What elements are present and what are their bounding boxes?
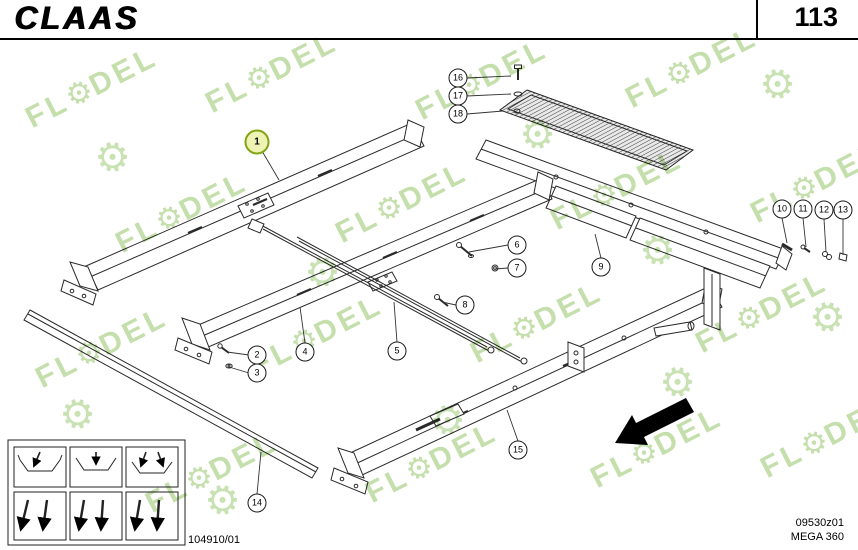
callout-3[interactable]: 3 — [247, 363, 267, 383]
gear-icon: ⚙ — [505, 307, 545, 350]
callout-11[interactable]: 11 — [793, 199, 813, 219]
watermark-text: FL⚙DEL — [410, 32, 554, 127]
watermark-text: FL⚙DEL — [465, 275, 609, 370]
watermark-text: FL⚙DEL — [755, 390, 858, 485]
gear-icon: ⚙ — [730, 297, 770, 340]
left-upper-rail — [60, 119, 425, 306]
cross-rods — [247, 218, 528, 365]
drawing-number: 104910/01 — [188, 534, 240, 546]
revision-code: 09530z01 — [795, 517, 844, 529]
gear-icon: ⚙ — [150, 197, 190, 240]
gear-icon: ⚙ — [514, 108, 562, 162]
callout-9[interactable]: 9 — [591, 257, 611, 277]
gear-icon: ⚙ — [89, 131, 137, 185]
fastener-icons-left — [217, 343, 233, 369]
callout-5[interactable]: 5 — [387, 341, 407, 361]
model-name: MEGA 360 — [790, 531, 844, 543]
page-number: 113 — [794, 2, 838, 32]
callout-15[interactable]: 15 — [508, 440, 528, 460]
leader-lines — [226, 75, 844, 495]
callout-13[interactable]: 13 — [833, 200, 853, 220]
left-lower-rail — [174, 171, 554, 365]
watermark-text: FL⚙DEL — [545, 142, 689, 237]
callout-18[interactable]: 18 — [448, 104, 468, 124]
callout-4[interactable]: 4 — [295, 342, 315, 362]
callout-2[interactable]: 2 — [247, 345, 267, 365]
header-divider — [756, 0, 758, 38]
callout-12[interactable]: 12 — [814, 200, 834, 220]
watermark-text: FL⚙DEL — [330, 155, 474, 250]
gear-icon: ⚙ — [400, 447, 440, 490]
header-rule — [0, 38, 858, 40]
watermark-text: FL⚙DEL — [110, 165, 254, 260]
callout-10[interactable]: 10 — [772, 199, 792, 219]
gear-icon: ⚙ — [795, 422, 835, 465]
deflector-plates — [545, 185, 771, 289]
gear-icon: ⚙ — [240, 57, 280, 100]
watermark-text: FL⚙DEL — [690, 265, 834, 360]
gear-icon: ⚙ — [60, 72, 100, 115]
legend-box — [7, 439, 186, 546]
callout-1[interactable]: 1 — [244, 129, 270, 155]
gear-icon: ⚙ — [199, 474, 247, 528]
fastener-icons-top — [513, 64, 523, 114]
gear-icon: ⚙ — [625, 432, 665, 475]
gear-icon: ⚙ — [585, 174, 625, 217]
watermark-text: FL⚙DEL — [30, 300, 174, 395]
callout-7[interactable]: 7 — [507, 258, 527, 278]
claas-logo: CLAAS — [14, 0, 140, 36]
callout-8[interactable]: 8 — [455, 295, 475, 315]
callout-16[interactable]: 16 — [448, 68, 468, 88]
gear-icon: ⚙ — [70, 332, 110, 375]
watermark-text: FL⚙DEL — [20, 40, 164, 135]
fastener-icons-right — [781, 242, 848, 262]
callout-6[interactable]: 6 — [507, 235, 527, 255]
gear-icon: ⚙ — [634, 224, 682, 278]
sieve-grate — [498, 89, 695, 171]
watermark-text: FL⚙DEL — [245, 288, 389, 383]
gear-icon: ⚙ — [180, 457, 220, 500]
right-lower-rail — [330, 267, 723, 495]
gear-icon: ⚙ — [754, 58, 802, 112]
gear-icon: ⚙ — [660, 52, 700, 95]
watermark-text: FL⚙DEL — [620, 20, 764, 115]
gear-icon: ⚙ — [370, 187, 410, 230]
gear-icon: ⚙ — [424, 394, 472, 448]
gear-icon: ⚙ — [54, 388, 102, 442]
gear-icon: ⚙ — [654, 356, 702, 410]
direction-arrow — [615, 398, 694, 445]
callout-17[interactable]: 17 — [448, 86, 468, 106]
watermark-text: FL⚙DEL — [585, 400, 729, 495]
gear-icon: ⚙ — [804, 291, 852, 345]
gear-icon: ⚙ — [299, 246, 347, 300]
flat-strip — [23, 309, 319, 479]
watermark-text: FL⚙DEL — [360, 415, 504, 510]
callout-14[interactable]: 14 — [247, 493, 267, 513]
